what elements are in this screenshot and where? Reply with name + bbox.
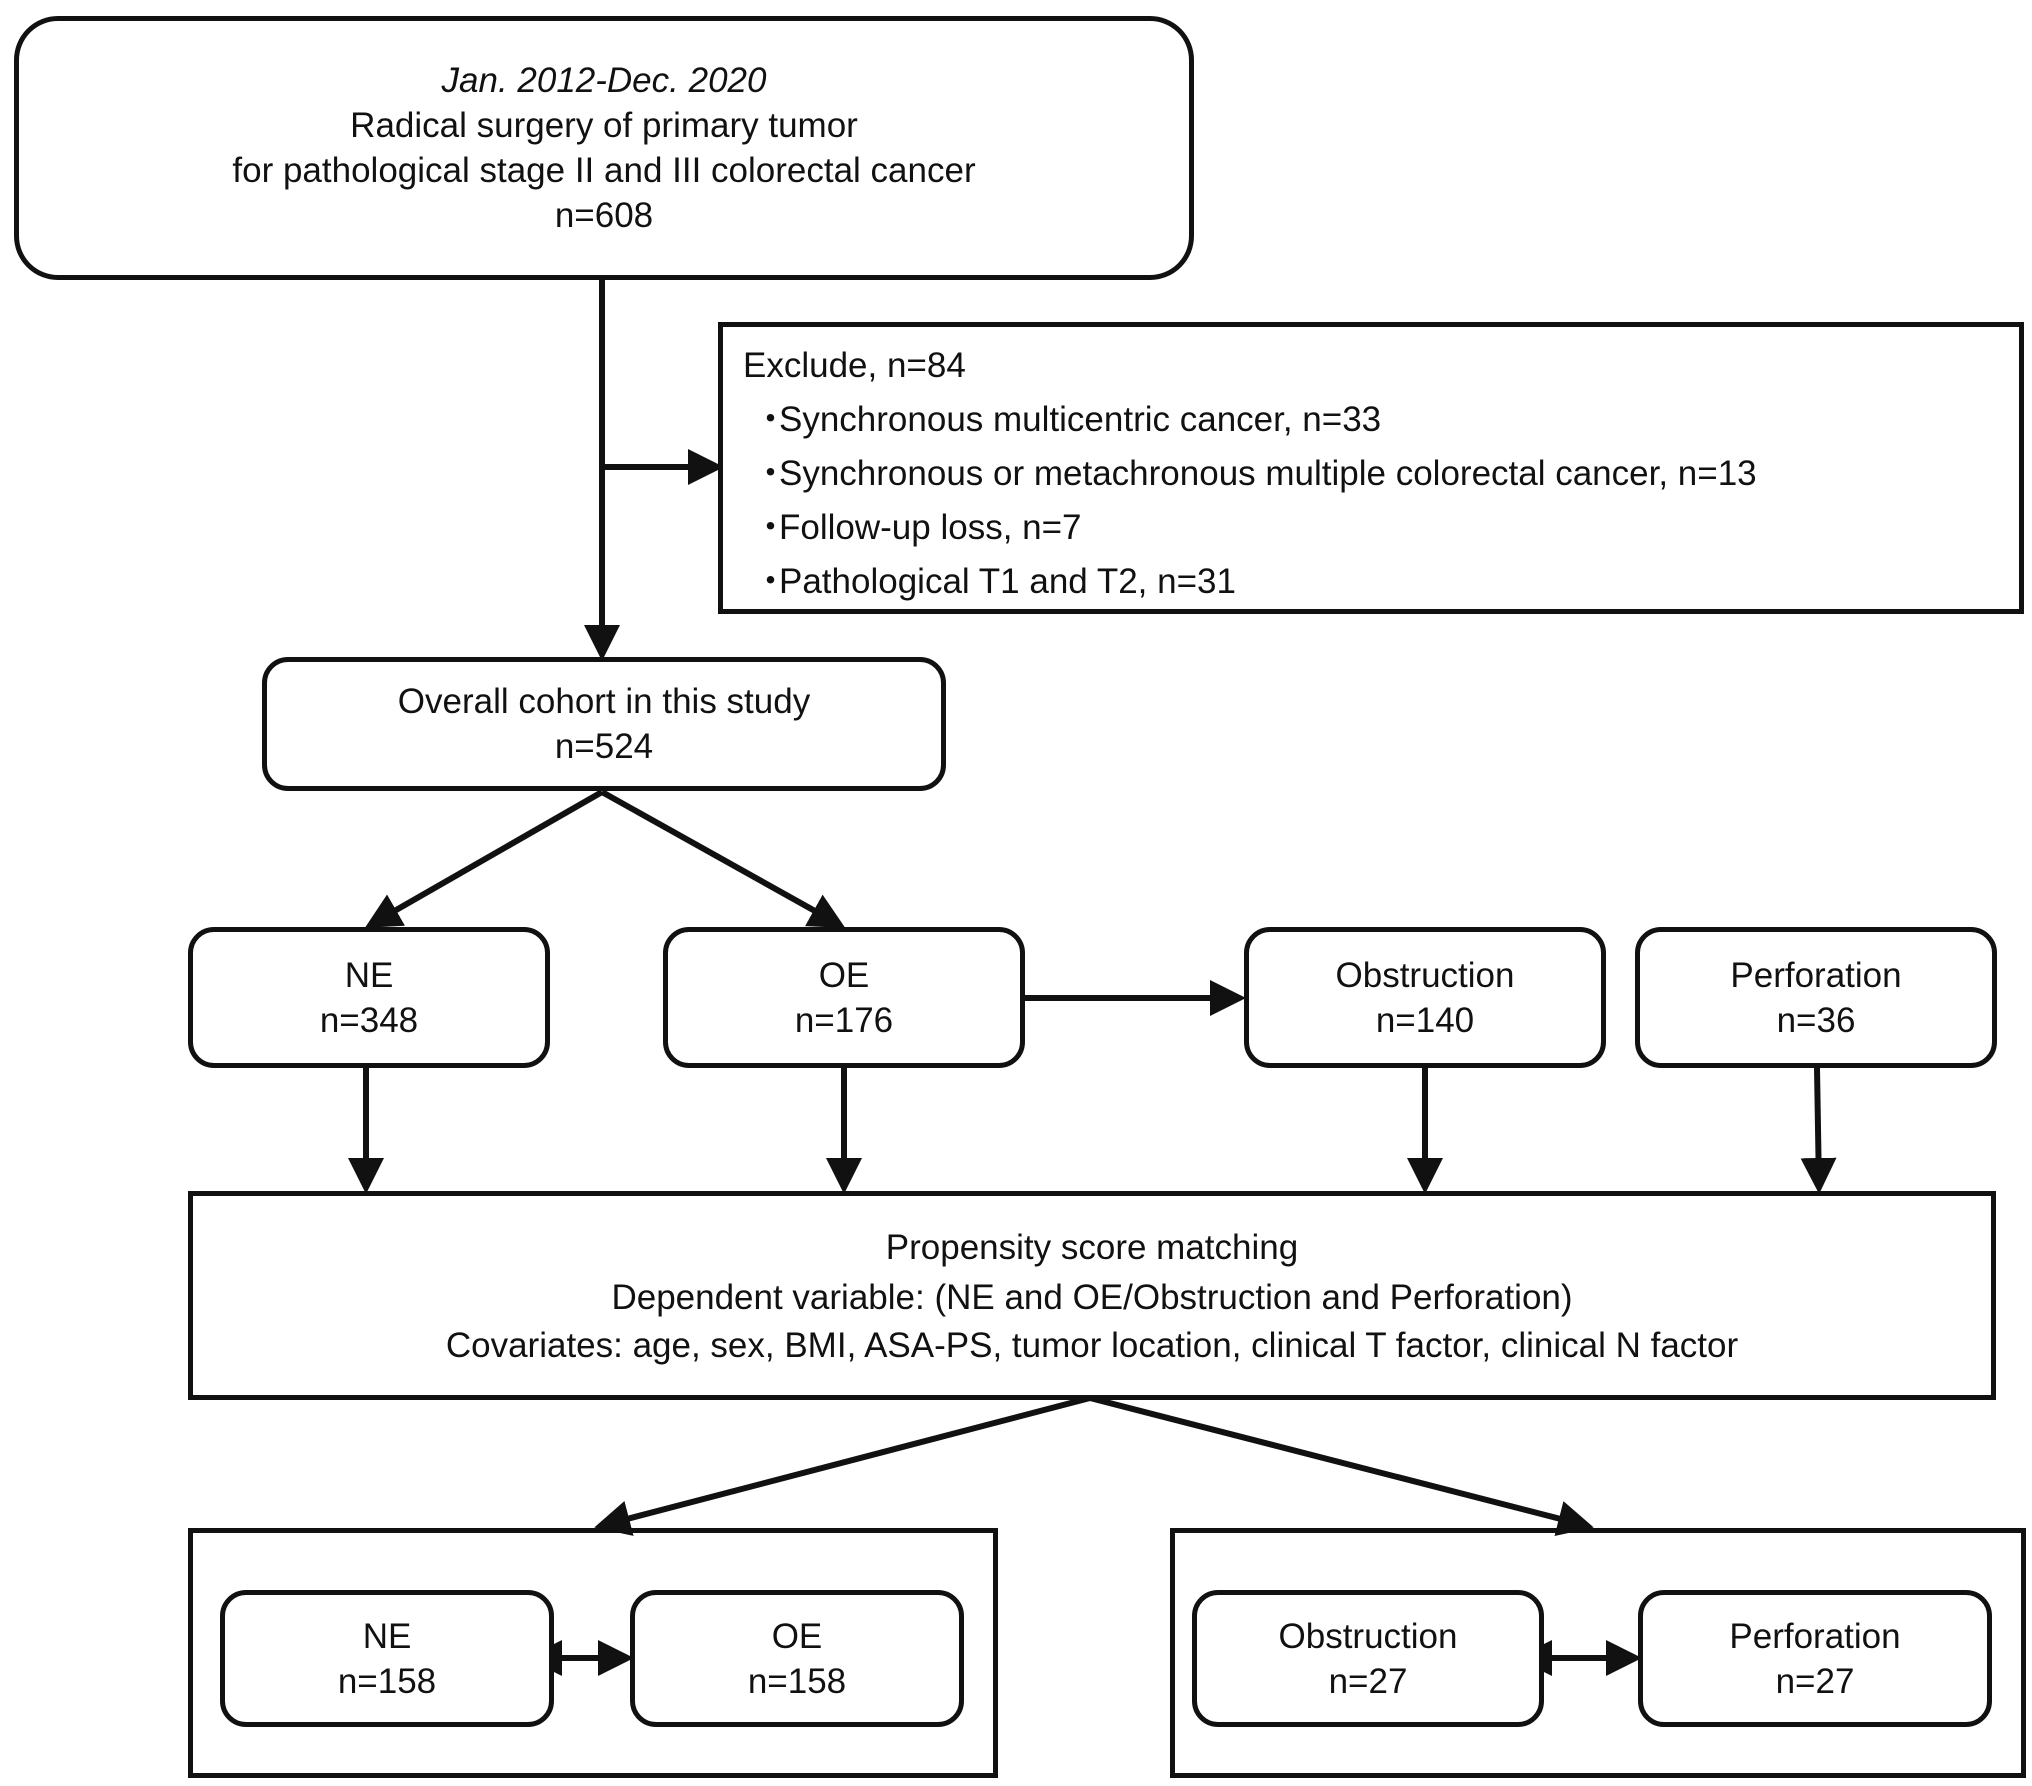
exclusion-item: ・Synchronous multicentric cancer, n=33	[743, 393, 2019, 447]
procedure-line: Radical surgery of primary tumor	[350, 106, 858, 145]
matched-oe-box: OE n=158	[630, 1590, 964, 1727]
bullet-icon: ・	[753, 508, 789, 547]
cohort-label: Overall cohort in this study	[397, 682, 811, 721]
psm-dependent-variable: Dependent variable: (NE and OE/Obstructi…	[611, 1277, 1573, 1317]
group-label: NE	[362, 1616, 412, 1656]
source-population-box: Jan. 2012-Dec. 2020 Radical surgery of p…	[14, 16, 1194, 280]
group-count: n=158	[747, 1661, 847, 1701]
oe-group-box: OE n=176	[663, 927, 1025, 1068]
exclusion-item: ・Pathological T1 and T2, n=31	[743, 555, 2019, 609]
matched-ne-box: NE n=158	[220, 1590, 554, 1727]
arrow-cohort-to-ne	[364, 789, 604, 928]
propensity-score-box: Propensity score matching Dependent vari…	[188, 1191, 1996, 1400]
exclusion-list: ・Synchronous multicentric cancer, n=33 ・…	[743, 393, 2019, 609]
criteria-line: for pathological stage II and III colore…	[232, 151, 976, 190]
matched-obstruction-perforation-frame	[1170, 1528, 2026, 1778]
arrow-psm-to-left-matched	[594, 1395, 1091, 1536]
group-count: n=27	[1328, 1661, 1408, 1701]
overall-cohort-box: Overall cohort in this study n=524	[262, 657, 946, 791]
obstruction-group-box: Obstruction n=140	[1244, 927, 1606, 1068]
matched-ne-oe-frame	[188, 1528, 998, 1778]
perforation-group-box: Perforation n=36	[1635, 927, 1997, 1068]
exclusion-box: Exclude, n=84 ・Synchronous multicentric …	[718, 322, 2024, 614]
psm-title: Propensity score matching	[885, 1227, 1299, 1267]
arrow-perforation-to-psm	[1800, 1067, 1837, 1194]
ne-group-box: NE n=348	[188, 927, 550, 1068]
group-label: Perforation	[1730, 955, 1902, 995]
group-label: Perforation	[1729, 1616, 1901, 1656]
arrow-psm-to-right-matched	[1089, 1395, 1594, 1536]
exclusion-header: Exclude, n=84	[743, 346, 966, 385]
arrow-cohort-to-oe	[600, 789, 846, 928]
exclusion-item: ・Synchronous or metachronous multiple co…	[743, 447, 2019, 501]
group-count: n=348	[319, 1000, 419, 1040]
group-count: n=36	[1776, 1000, 1856, 1040]
exclusion-item: ・Follow-up loss, n=7	[743, 501, 2019, 555]
bullet-icon: ・	[753, 400, 789, 439]
bullet-icon: ・	[753, 454, 789, 493]
group-label: OE	[771, 1616, 823, 1656]
bullet-icon: ・	[753, 562, 789, 601]
group-label: Obstruction	[1335, 955, 1515, 995]
psm-covariates: Covariates: age, sex, BMI, ASA-PS, tumor…	[445, 1325, 1739, 1365]
group-label: NE	[344, 955, 394, 995]
matched-perforation-box: Perforation n=27	[1638, 1590, 1992, 1727]
group-count: n=140	[1375, 1000, 1475, 1040]
matched-obstruction-box: Obstruction n=27	[1192, 1590, 1544, 1727]
group-count: n=176	[794, 1000, 894, 1040]
study-period: Jan. 2012-Dec. 2020	[441, 61, 767, 100]
group-count: n=158	[337, 1661, 437, 1701]
group-label: Obstruction	[1278, 1616, 1458, 1656]
group-count: n=27	[1775, 1661, 1855, 1701]
cohort-count: n=524	[554, 727, 654, 766]
group-label: OE	[818, 955, 870, 995]
source-count: n=608	[554, 196, 654, 235]
